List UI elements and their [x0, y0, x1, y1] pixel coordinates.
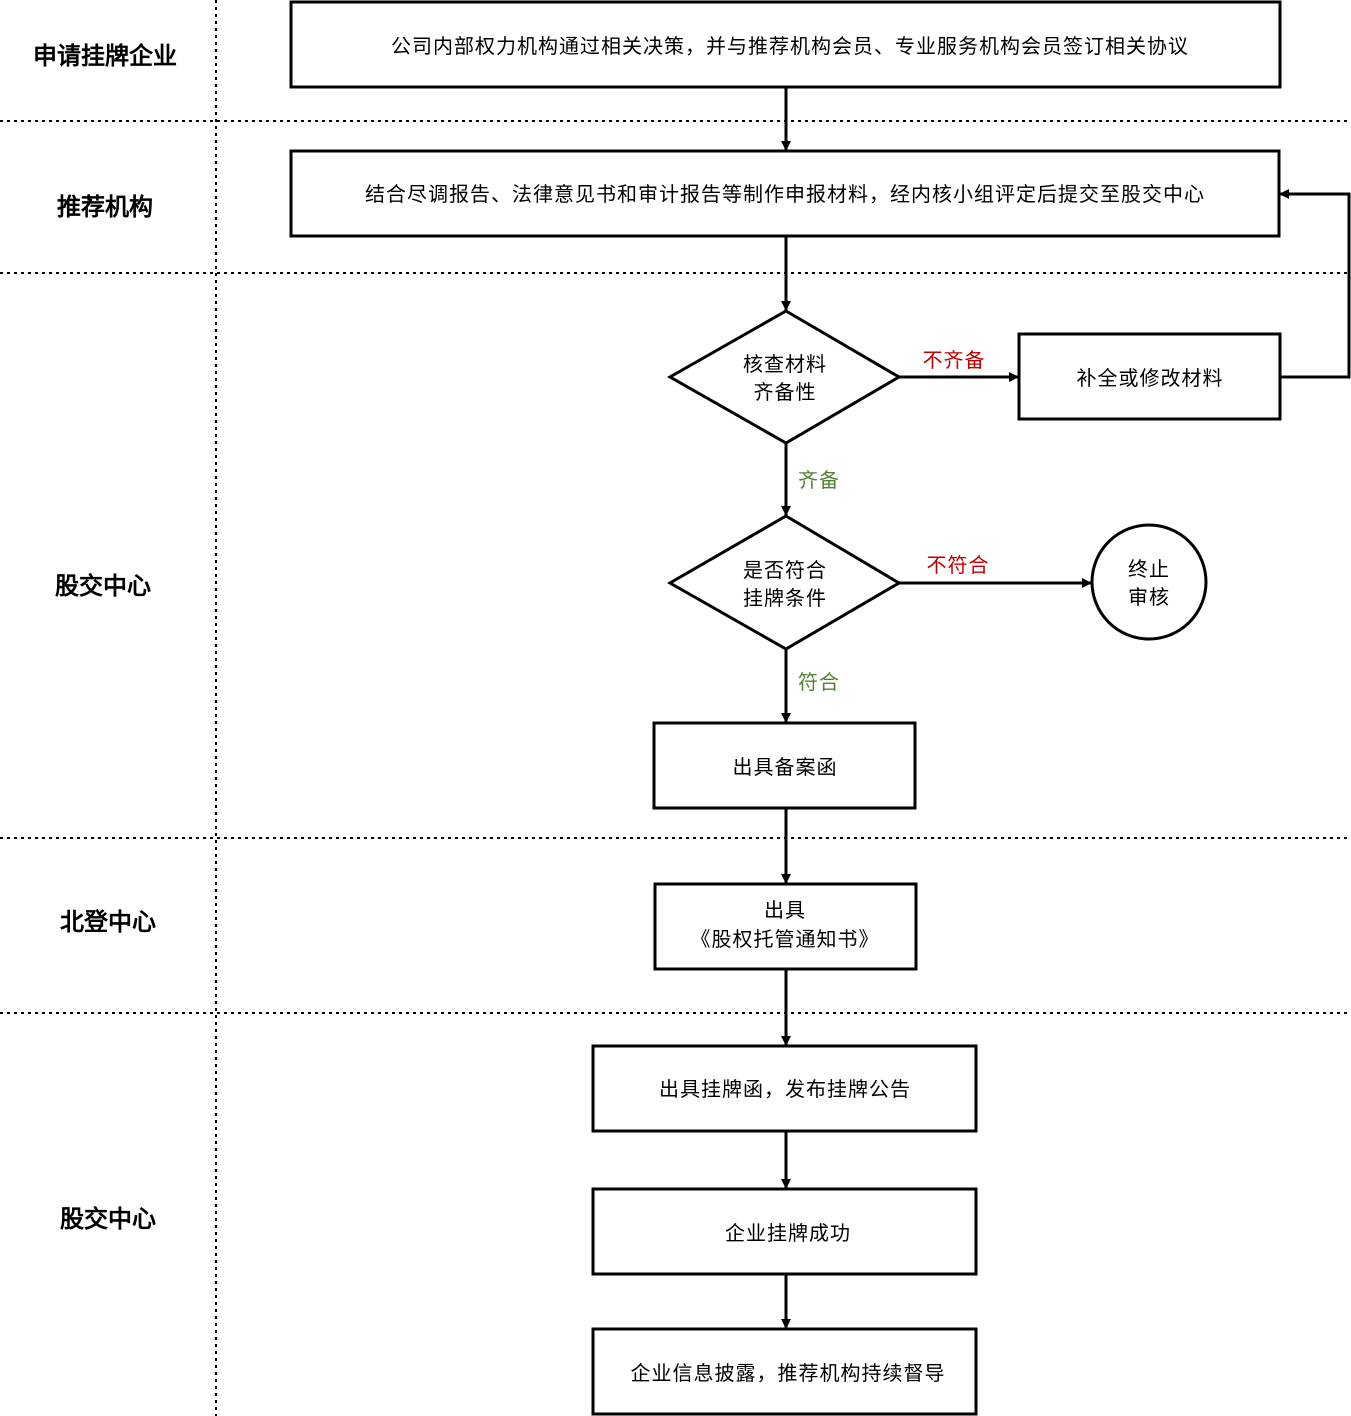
lane-label-sponsor: 推荐机构	[57, 192, 153, 221]
node-board-decision: 公司内部权力机构通过相关决策，并与推荐机构会员、专业服务机构会员签订相关协议	[289, 0, 1282, 89]
node-listing-success: 企业挂牌成功	[591, 1187, 978, 1276]
decision-listing-conditions-line1: 是否符合	[743, 558, 827, 582]
node-supplement-materials-text: 补全或修改材料	[1077, 366, 1224, 390]
node-prepare-materials: 结合尽调报告、法律意见书和审计报告等制作申报材料，经内核小组评定后提交至股交中心	[289, 149, 1281, 238]
node-listing-announcement: 出具挂牌函，发布挂牌公告	[591, 1044, 978, 1133]
edge-label-not-qualified: 不符合	[927, 553, 990, 577]
decision-check-completeness-line2: 齐备性	[754, 380, 817, 404]
decision-check-completeness: 核查材料 齐备性	[666, 309, 902, 445]
node-filing-letter-text: 出具备案函	[733, 755, 838, 779]
node-filing-letter: 出具备案函	[652, 721, 917, 810]
node-disclosure-supervision: 企业信息披露，推荐机构持续督导	[591, 1327, 978, 1416]
node-prepare-materials-text: 结合尽调报告、法律意见书和审计报告等制作申报材料，经内核小组评定后提交至股交中心	[365, 182, 1205, 206]
decision-check-completeness-line1: 核查材料	[743, 352, 827, 376]
node-custody-notice: 出具 《股权托管通知书》	[653, 882, 918, 971]
edge-label-qualified: 符合	[798, 670, 840, 694]
decision-listing-conditions-line2: 挂牌条件	[743, 586, 827, 610]
decision-listing-conditions: 是否符合 挂牌条件	[666, 514, 902, 651]
node-listing-announcement-text: 出具挂牌函，发布挂牌公告	[659, 1077, 911, 1101]
edge-label-incomplete: 不齐备	[923, 348, 986, 372]
lane-label-registry: 北登中心	[60, 907, 156, 936]
node-disclosure-supervision-text: 企业信息披露，推荐机构持续督导	[631, 1361, 946, 1385]
lane-label-exchange: 股交中心	[55, 571, 151, 600]
lane-label-exchange-2: 股交中心	[60, 1204, 156, 1233]
arrow-n3-n2	[1279, 189, 1351, 379]
edge-label-complete: 齐备	[798, 468, 840, 492]
terminal-stop-review-line2: 审核	[1128, 585, 1170, 609]
node-supplement-materials: 补全或修改材料	[1017, 332, 1282, 421]
node-board-decision-text: 公司内部权力机构通过相关决策，并与推荐机构会员、专业服务机构会员签订相关协议	[391, 34, 1189, 58]
terminal-stop-review: 终止 审核	[1090, 523, 1208, 641]
lane-label-applicant: 申请挂牌企业	[33, 41, 177, 70]
node-custody-notice-line1: 出具	[764, 898, 806, 922]
terminal-stop-review-line1: 终止	[1128, 557, 1170, 581]
node-custody-notice-line2: 《股权托管通知书》	[691, 927, 880, 951]
node-listing-success-text: 企业挂牌成功	[725, 1221, 851, 1245]
